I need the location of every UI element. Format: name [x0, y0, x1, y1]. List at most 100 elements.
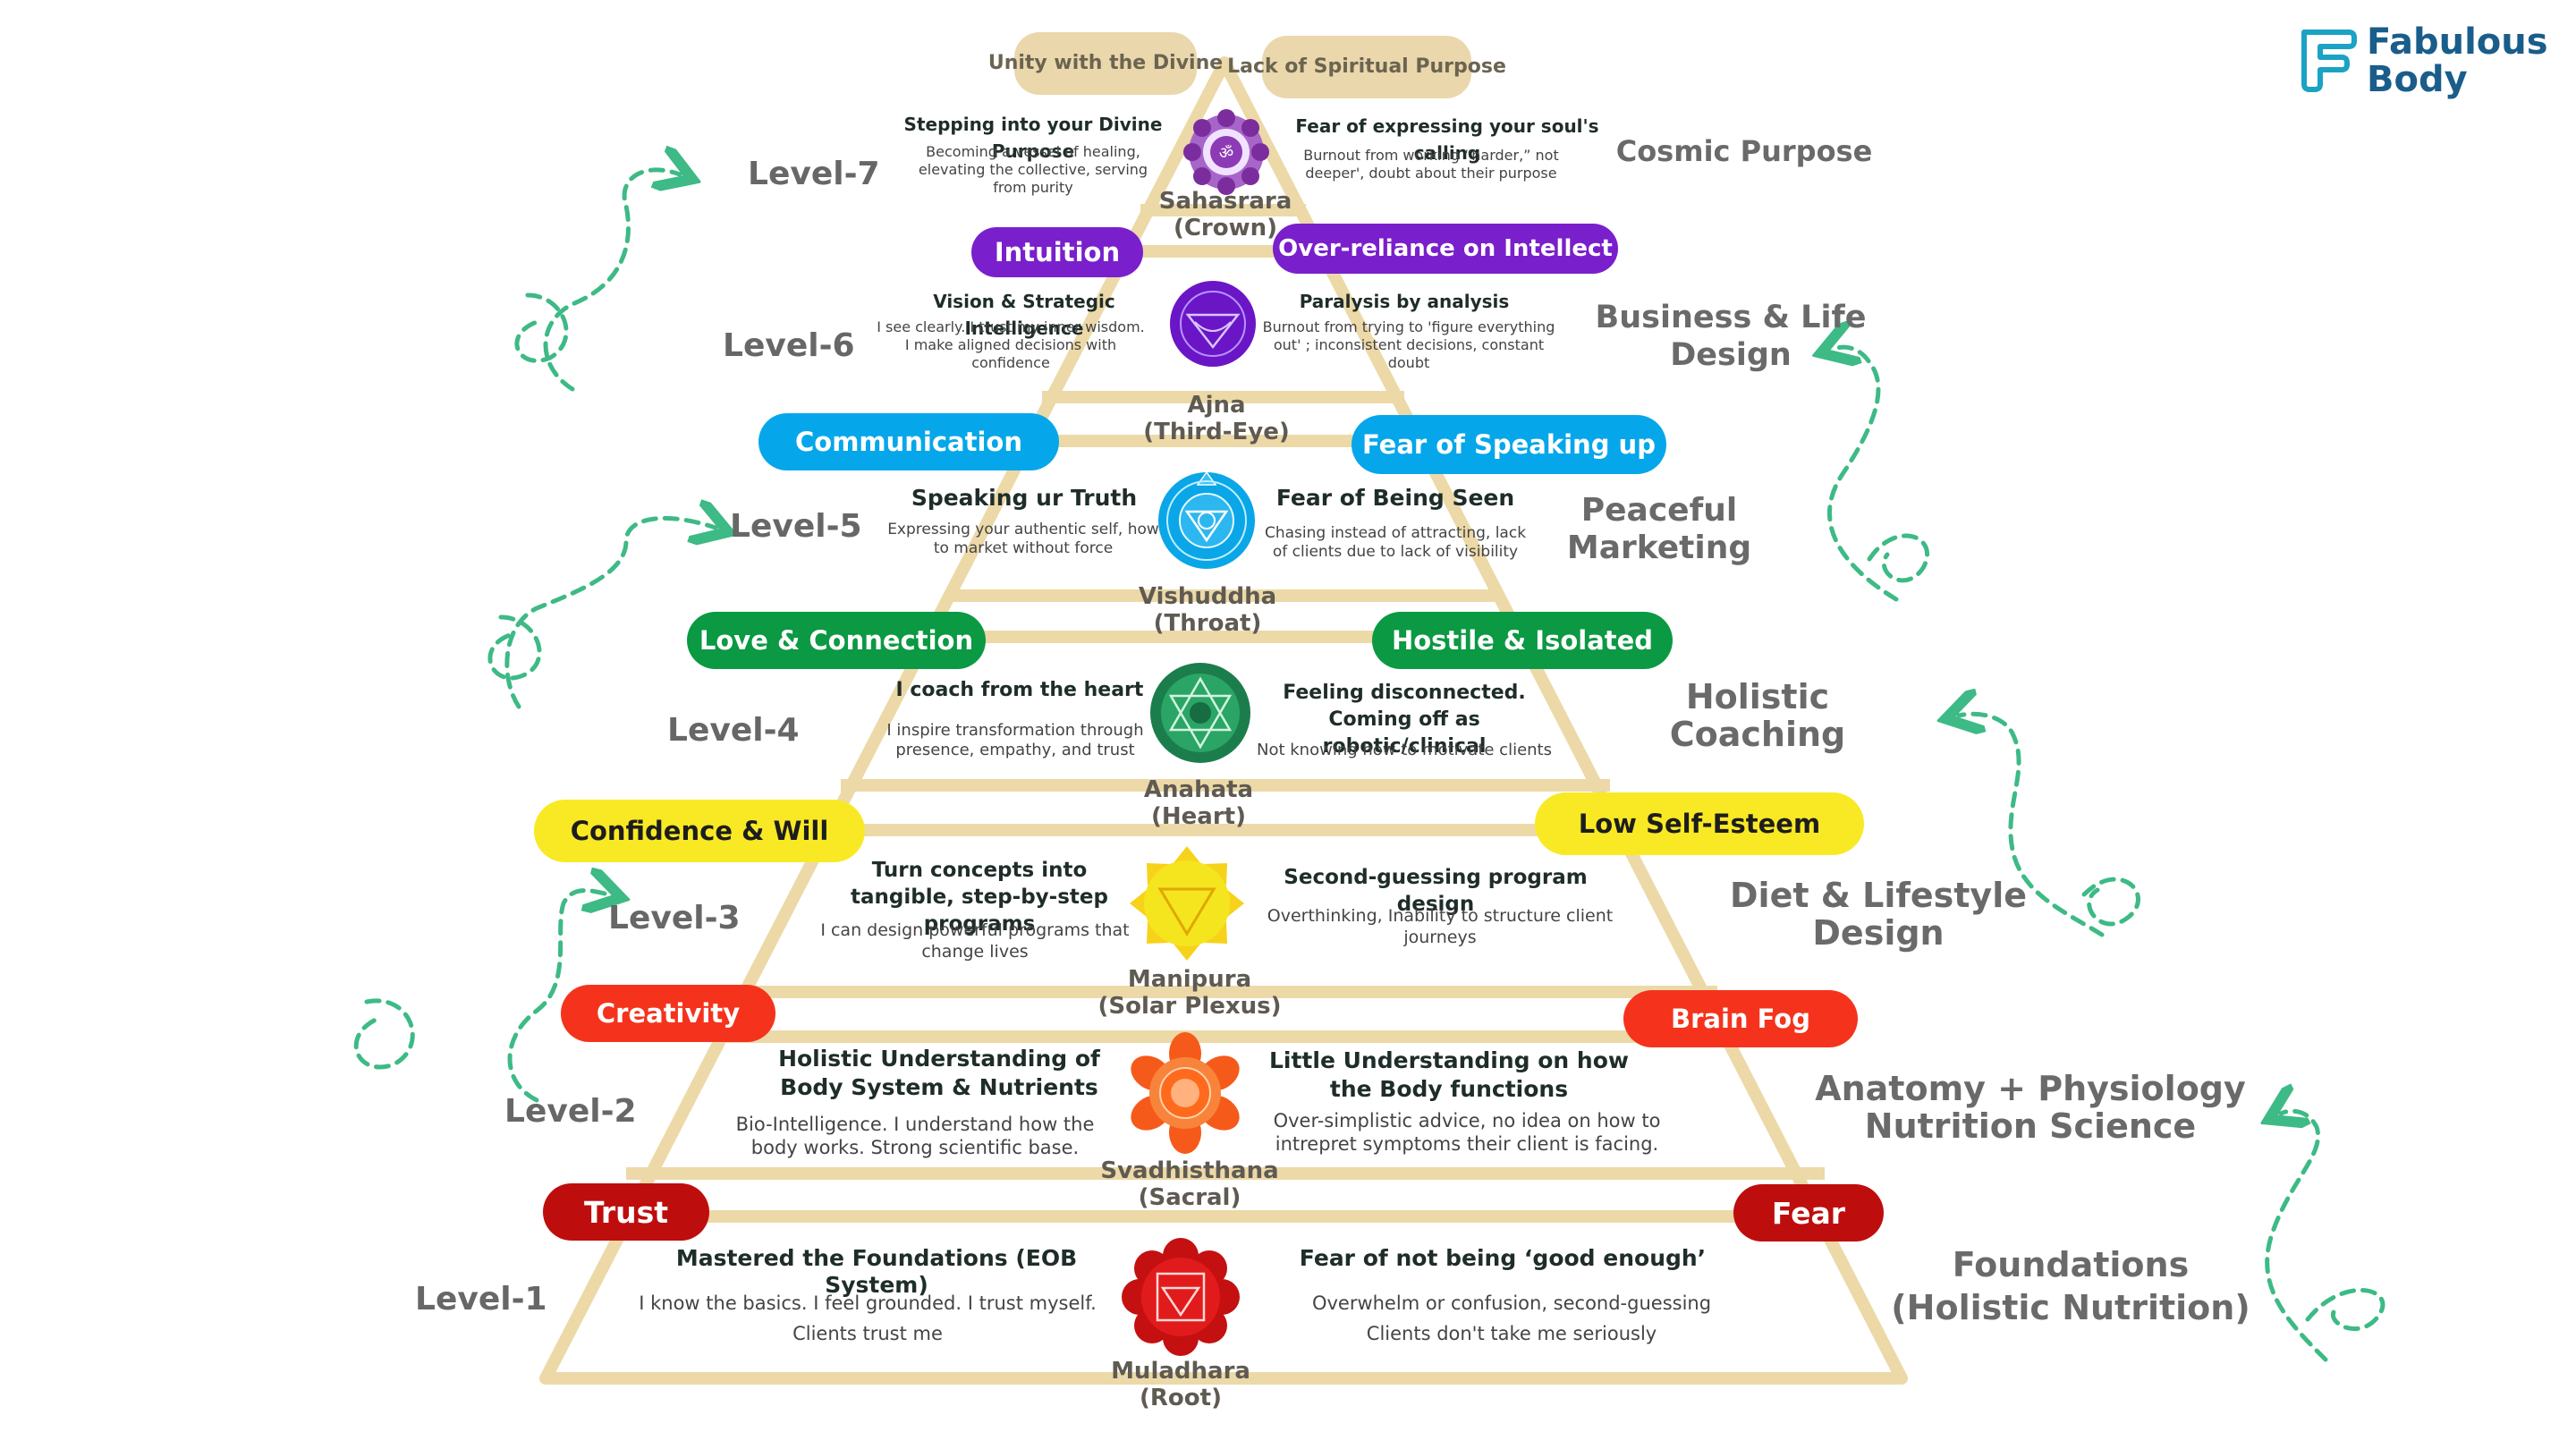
root-negative-text: Overwhelm or confusion, second-guessing … — [1311, 1292, 1712, 1344]
pyramid-outline — [539, 56, 1908, 1385]
brand-name: Fabulous Body — [2367, 23, 2548, 98]
crown-negative-heading: Fear of expressing your soul's calling — [1295, 115, 1599, 164]
heart-positive-heading: I coach from the heart — [895, 679, 1144, 701]
pill-communication: Communication — [758, 413, 1059, 470]
crown-chakra-sanskrit: Sahasrara — [1158, 188, 1292, 215]
domain-line: Design — [1812, 913, 1945, 953]
root-chakra-sanskrit: Muladhara — [1111, 1358, 1250, 1385]
pill-low-self-esteem: Low Self-Esteem — [1535, 792, 1864, 855]
third-eye-chakra-name: Ajna (Third-Eye) — [1109, 392, 1324, 445]
throat-chakra-icon — [1158, 470, 1255, 569]
level-bands — [617, 204, 1834, 1223]
crown-chakra-english: (Crown) — [1173, 215, 1278, 242]
third-eye-negative-heading: Paralysis by analysis — [1299, 291, 1510, 312]
domain-line: Design — [1670, 337, 1792, 373]
domain-line: Marketing — [1566, 530, 1752, 566]
pill-lack-of-spiritual-purpose: Lack of Spiritual Purpose — [1227, 36, 1506, 98]
brand-name-line1: Fabulous — [2367, 21, 2548, 63]
sacral-negative-heading: Little Understanding on how the Body fun… — [1268, 1047, 1629, 1102]
heart-chakra-english: (Heart) — [1151, 803, 1246, 830]
throat-positive-text: Expressing your authentic self, how to m… — [887, 521, 1159, 557]
heart-positive-text: I inspire transformation through presenc… — [886, 721, 1144, 759]
throat-chakra-name: Vishuddha (Throat) — [1100, 583, 1315, 637]
pill-trust: Trust — [543, 1183, 709, 1241]
sacral-positive-text: Bio-Intelligence. I understand how the b… — [735, 1114, 1095, 1158]
root-negative-heading: Fear of not being ‘good enough’ — [1299, 1245, 1707, 1271]
domain-line: Nutrition Science — [1864, 1106, 2197, 1146]
sacral-chakra-name: Svadhisthana (Sacral) — [1073, 1157, 1306, 1211]
domain-line: Cosmic Purpose — [1615, 134, 1873, 168]
brand-logo — [2295, 25, 2358, 98]
solar-negative-heading: Second-guessing program design — [1284, 866, 1588, 916]
solar-plexus-chakra-icon — [1130, 846, 1244, 961]
third-eye-chakra-icon — [1170, 281, 1256, 367]
sacral-positive-heading: Holistic Understanding of Body System & … — [778, 1046, 1100, 1100]
domain-holistic-coaching: Holistic Coaching — [1637, 678, 1878, 753]
sacral-negative-text: Over-simplistic advice, no idea on how t… — [1273, 1110, 1661, 1155]
root-positive-text: I know the basics. I feel grounded. I tr… — [639, 1292, 1097, 1344]
solar-chakra-sanskrit: Manipura — [1127, 966, 1252, 993]
domain-anatomy-physiology: Anatomy + Physiology Nutrition Science — [1807, 1070, 2254, 1145]
sacral-chakra-icon — [1131, 1032, 1240, 1154]
third-eye-chakra-english: (Third-Eye) — [1143, 419, 1290, 445]
pill-fear: Fear — [1733, 1184, 1884, 1241]
pill-unity-with-divine: Unity with the Divine — [988, 32, 1223, 95]
pill-intuition: Intuition — [971, 227, 1143, 277]
throat-negative-text: Chasing instead of attracting, lack of c… — [1264, 524, 1527, 561]
root-chakra-icon — [1122, 1238, 1240, 1356]
pill-creativity: Creativity — [561, 985, 775, 1042]
brand-name-line2: Body — [2367, 59, 2468, 100]
brand-f-icon — [2301, 30, 2357, 92]
third-eye-chakra-sanskrit: Ajna — [1187, 392, 1246, 419]
pill-fear-of-speaking-up: Fear of Speaking up — [1352, 415, 1666, 474]
solar-positive-text: I can design powerful programs that chan… — [820, 920, 1130, 962]
level-label-2: Level-2 — [504, 1093, 637, 1130]
level-label-7: Level-7 — [748, 156, 880, 192]
heart-chakra-icon — [1150, 663, 1250, 763]
solar-chakra-name: Manipura (Solar Plexus) — [1073, 966, 1306, 1020]
solar-positive-heading: Turn concepts into tangible, step-by-ste… — [851, 859, 1108, 936]
root-positive-heading: Mastered the Foundations (EOB System) — [675, 1245, 1078, 1298]
throat-positive-heading: Speaking ur Truth — [911, 485, 1138, 511]
domain-line: (Holistic Nutrition) — [1891, 1288, 2250, 1327]
root-chakra-name: Muladhara (Root) — [1073, 1358, 1288, 1411]
sacral-chakra-english: (Sacral) — [1138, 1184, 1241, 1211]
domain-diet-lifestyle-design: Diet & Lifestyle Design — [1717, 877, 2039, 952]
heart-chakra-sanskrit: Anahata — [1143, 776, 1254, 803]
domain-business-life-design: Business & Life Design — [1583, 299, 1878, 374]
level-label-6: Level-6 — [723, 327, 855, 364]
domain-foundations: Foundations (Holistic Nutrition) — [1887, 1243, 2254, 1329]
crown-chakra-icon: ॐ — [1183, 109, 1269, 195]
domain-line: Anatomy + Physiology — [1815, 1069, 2246, 1108]
solar-negative-text: Overthinking, Inability to structure cli… — [1267, 906, 1614, 947]
crown-negative-text: Burnout from working “harder,” not deepe… — [1303, 147, 1559, 182]
domain-line: Holistic — [1685, 677, 1830, 716]
throat-negative-heading: Fear of Being Seen — [1275, 485, 1515, 511]
domain-line: Peaceful — [1580, 492, 1738, 529]
root-chakra-english: (Root) — [1140, 1385, 1222, 1411]
heart-negative-heading: Feeling disconnected. Coming off as robo… — [1283, 682, 1526, 758]
domain-line: Diet & Lifestyle — [1730, 876, 2027, 915]
level-label-3: Level-3 — [608, 900, 741, 936]
domain-line: Coaching — [1669, 715, 1846, 754]
decorative-arrows — [353, 170, 2385, 1362]
throat-chakra-sanskrit: Vishuddha — [1138, 583, 1277, 610]
domain-line: Foundations — [1952, 1245, 2190, 1284]
level-label-1: Level-1 — [415, 1281, 547, 1318]
crown-chakra-name: Sahasrara (Crown) — [1145, 188, 1306, 242]
pill-confidence-will: Confidence & Will — [534, 800, 865, 862]
pill-hostile-isolated: Hostile & Isolated — [1372, 612, 1673, 669]
throat-chakra-english: (Throat) — [1153, 610, 1262, 637]
svg-text:ॐ: ॐ — [1219, 144, 1233, 163]
solar-chakra-english: (Solar Plexus) — [1097, 993, 1282, 1020]
level-label-5: Level-5 — [730, 508, 862, 545]
heart-chakra-name: Anahata (Heart) — [1091, 776, 1306, 830]
heart-negative-text: Not knowing how to motivate clients — [1257, 741, 1552, 759]
domain-line: Business & Life — [1595, 300, 1867, 335]
pill-love-connection: Love & Connection — [687, 612, 986, 669]
pill-over-reliance-on-intellect: Over-reliance on Intellect — [1273, 224, 1618, 274]
domain-peaceful-marketing: Peaceful Marketing — [1538, 492, 1780, 567]
crown-positive-heading: Stepping into your Divine Purpose — [903, 114, 1163, 162]
